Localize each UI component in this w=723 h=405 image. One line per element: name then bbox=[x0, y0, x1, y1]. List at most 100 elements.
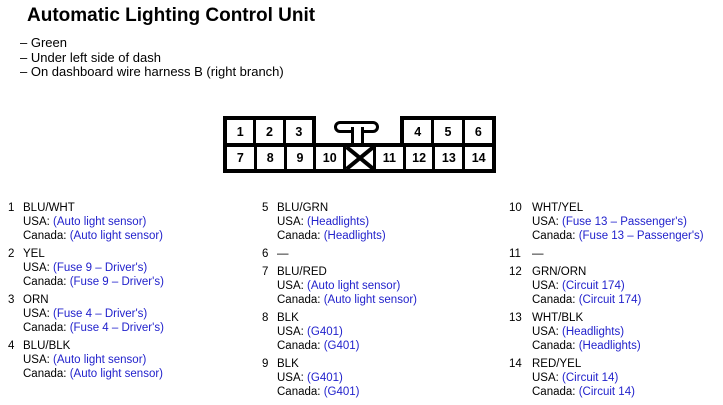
pin-wire-color: ORN bbox=[23, 294, 49, 306]
pin-wire-color: BLU/GRN bbox=[277, 202, 329, 214]
pin-number: 8 bbox=[262, 312, 269, 324]
pin-wire-color: BLU/WHT bbox=[23, 202, 75, 214]
connector-pin-cell: 12 bbox=[402, 147, 433, 169]
pin-number: 6 bbox=[262, 248, 269, 260]
region-line: Canada: (Fuse 9 – Driver's) bbox=[23, 275, 164, 289]
connector-pin-cell: 3 bbox=[282, 120, 312, 143]
pin-number: 11 bbox=[509, 248, 521, 260]
pin-function-canada: (Fuse 9 – Driver's) bbox=[69, 276, 164, 288]
region-line: Canada: (Auto light sensor) bbox=[23, 367, 163, 381]
region-line: Canada: (G401) bbox=[277, 339, 359, 353]
pin-entry: 1 BLU/WHT USA: (Auto light sensor)Canada: … bbox=[8, 201, 164, 243]
pin-function-usa: (Fuse 9 – Driver's) bbox=[53, 262, 148, 274]
region-label: Canada: bbox=[277, 294, 321, 306]
region-label: Canada: bbox=[277, 230, 321, 242]
region-label: USA: bbox=[23, 216, 50, 228]
pin-wire-color: — bbox=[532, 248, 544, 260]
pin-function-canada: (G401) bbox=[323, 340, 360, 352]
connector-pin-cell: 2 bbox=[253, 120, 282, 143]
region-line: Canada: (G401) bbox=[277, 385, 359, 399]
region-line: Canada: (Fuse 4 – Driver's) bbox=[23, 321, 164, 335]
lock-tab-stem-icon bbox=[351, 127, 364, 143]
pin-wire-color: RED/YEL bbox=[532, 358, 582, 370]
pin-function-canada: (Auto light sensor) bbox=[69, 368, 164, 380]
region-line: Canada: (Auto light sensor) bbox=[23, 229, 163, 243]
pin-number: 1 bbox=[8, 202, 15, 214]
region-label: Canada: bbox=[532, 340, 576, 352]
pin-function-usa: (Headlights) bbox=[562, 326, 625, 338]
page-title: Automatic Lighting Control Unit bbox=[27, 5, 316, 26]
connector-pin-cell: 11 bbox=[372, 147, 403, 169]
pin-details: — bbox=[532, 247, 544, 261]
region-label: USA: bbox=[23, 262, 50, 274]
pin-entry: 6— bbox=[262, 247, 417, 261]
pin-function-usa: (G401) bbox=[307, 372, 343, 384]
region-label: Canada: bbox=[23, 276, 67, 288]
pin-wire-color: WHT/BLK bbox=[532, 312, 584, 324]
pin-function-canada: (Fuse 13 – Passenger's) bbox=[578, 230, 704, 242]
note-line: – Green bbox=[20, 35, 67, 50]
region-label: Canada: bbox=[532, 294, 576, 306]
region-label: USA: bbox=[23, 354, 50, 366]
region-line: USA: (G401) bbox=[277, 371, 359, 385]
pin-function-usa: (Headlights) bbox=[307, 216, 370, 228]
region-label: USA: bbox=[532, 280, 559, 292]
connector-pin-cell: 9 bbox=[283, 147, 314, 169]
pin-function-canada: (Auto light sensor) bbox=[69, 230, 164, 242]
region-line: Canada: (Headlights) bbox=[532, 339, 641, 353]
pin-function-usa: (Auto light sensor) bbox=[307, 280, 401, 292]
pin-wire-color: BLU/RED bbox=[277, 266, 327, 278]
pin-number: 3 bbox=[8, 294, 15, 306]
pin-wire-color: BLU/BLK bbox=[23, 340, 71, 352]
region-label: USA: bbox=[532, 326, 559, 338]
region-line: USA: (Fuse 9 – Driver's) bbox=[23, 261, 164, 275]
region-line: USA: (Headlights) bbox=[532, 325, 641, 339]
region-label: USA: bbox=[532, 216, 559, 228]
region-label: USA: bbox=[23, 308, 50, 320]
region-line: USA: (Headlights) bbox=[277, 215, 386, 229]
pin-function-canada: (Fuse 4 – Driver's) bbox=[69, 322, 164, 334]
region-label: USA: bbox=[532, 372, 559, 384]
region-line: USA: (Fuse 4 – Driver's) bbox=[23, 307, 164, 321]
pin-wire-color: — bbox=[277, 248, 289, 260]
region-label: Canada: bbox=[277, 386, 321, 398]
region-line: Canada: (Fuse 13 – Passenger's) bbox=[532, 229, 704, 243]
region-label: USA: bbox=[277, 216, 304, 228]
region-line: USA: (Auto light sensor) bbox=[277, 279, 417, 293]
connector-pin-cell: 13 bbox=[432, 147, 462, 169]
pin-number: 12 bbox=[509, 266, 522, 278]
connector-pin-cell: 5 bbox=[431, 120, 461, 143]
pin-function-usa: (Circuit 174) bbox=[562, 280, 625, 292]
pin-wire-color: YEL bbox=[23, 248, 45, 260]
pin-wire-color: BLK bbox=[277, 358, 299, 370]
pin-details: BLU/WHT USA: (Auto light sensor)Canada: (… bbox=[23, 201, 163, 243]
pin-function-usa: (Fuse 4 – Driver's) bbox=[53, 308, 148, 320]
region-line: USA: (Circuit 174) bbox=[532, 279, 641, 293]
region-label: Canada: bbox=[532, 230, 576, 242]
pin-function-usa: (G401) bbox=[307, 326, 343, 338]
pin-function-canada: (Circuit 174) bbox=[578, 294, 642, 306]
connector-pin-cell: 10 bbox=[313, 147, 343, 169]
region-label: USA: bbox=[277, 280, 304, 292]
region-label: Canada: bbox=[23, 322, 67, 334]
pin-function-usa: (Circuit 14) bbox=[562, 372, 619, 384]
pin-entry: 4 BLU/BLK USA: (Auto light sensor)Canada: … bbox=[8, 339, 164, 381]
region-line: USA: (G401) bbox=[277, 325, 359, 339]
pin-number: 4 bbox=[8, 340, 15, 352]
pin-number: 13 bbox=[509, 312, 522, 324]
